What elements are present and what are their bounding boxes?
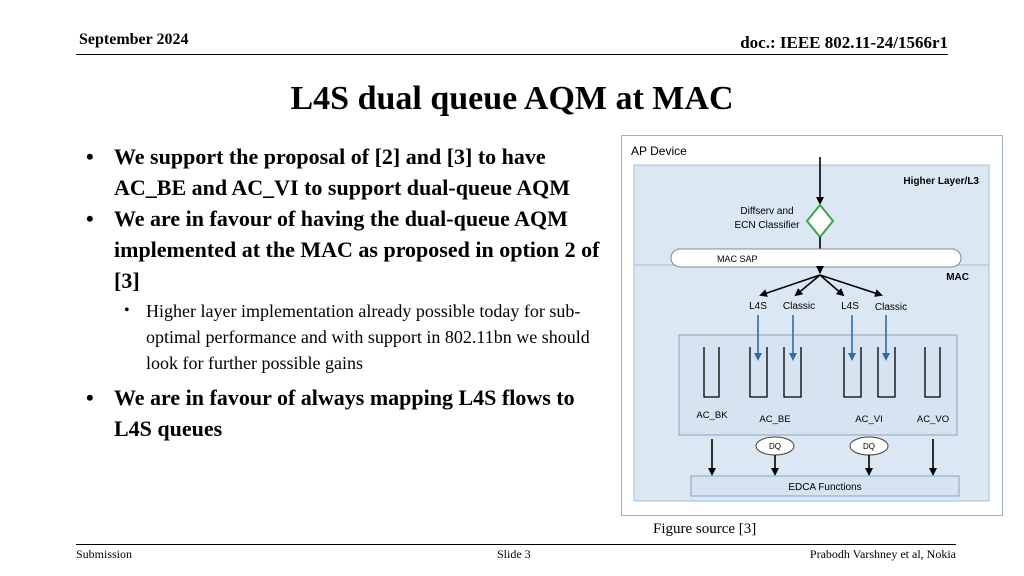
queue-ac-vi-classic xyxy=(877,347,896,398)
header-rule xyxy=(76,54,948,55)
bullet-dot: • xyxy=(86,144,94,169)
footer-author: Prabodh Varshney et al, Nokia xyxy=(809,547,956,561)
dq-be-label: DQ xyxy=(769,442,781,451)
bullet-item: • We support the proposal of [2] and [3] … xyxy=(86,141,606,203)
mac-label: MAC xyxy=(946,272,969,283)
ap-device-diagram: AP Device Higher Layer/L3 MAC Diffserv a… xyxy=(621,135,1003,516)
ac-vo-label: AC_VO xyxy=(917,414,949,425)
bullet-text: We support the proposal of [2] and [3] t… xyxy=(114,144,570,200)
bullet-list: • We support the proposal of [2] and [3] … xyxy=(86,141,606,444)
footer-rule xyxy=(76,544,956,545)
split-arrow xyxy=(819,274,883,297)
bullet-dot: • xyxy=(86,206,94,231)
mac-sap-label: MAC SAP xyxy=(717,254,758,264)
queue-ac-vi-l4s xyxy=(843,347,862,398)
figure-caption: Figure source [3] xyxy=(653,521,757,537)
l4s-label-be: L4S xyxy=(749,301,767,312)
ap-device-label: AP Device xyxy=(631,144,687,158)
ac-be-label: AC_BE xyxy=(759,414,790,425)
bullet-dot: • xyxy=(86,385,94,410)
edca-label: EDCA Functions xyxy=(788,482,861,493)
split-arrow xyxy=(794,274,821,297)
classic-label-be: Classic xyxy=(783,301,815,312)
queues-box xyxy=(678,334,958,436)
queue-ac-be-l4s xyxy=(749,347,768,398)
queue-ac-vo xyxy=(924,347,941,398)
queue-ac-be-classic xyxy=(783,347,802,398)
header-date: September 2024 xyxy=(79,31,189,48)
bullet-item: • We are in favour of having the dual-que… xyxy=(86,203,606,296)
ac-bk-label: AC_BK xyxy=(696,410,728,421)
split-arrow xyxy=(819,274,845,297)
footer-submission: Submission xyxy=(76,547,133,561)
classifier-label-line2: ECN Classifier xyxy=(734,220,800,231)
mac-sap-pill xyxy=(670,248,962,268)
l4s-label-vi: L4S xyxy=(841,301,859,312)
bullet-text: We are in favour of always mapping L4S f… xyxy=(114,385,575,441)
bullet-text: Higher layer implementation already poss… xyxy=(146,301,590,373)
higher-layer-label: Higher Layer/L3 xyxy=(903,176,979,187)
classifier-label-line1: Diffserv and xyxy=(740,206,793,217)
bullet-item: • We are in favour of always mapping L4S … xyxy=(86,382,606,444)
bullet-text: We are in favour of having the dual-queu… xyxy=(114,206,600,293)
header-doc-id: doc.: IEEE 802.11-24/1566r1 xyxy=(740,33,948,52)
classic-label-vi: Classic xyxy=(875,302,907,313)
split-arrow xyxy=(759,274,821,297)
dq-vi-label: DQ xyxy=(863,442,875,451)
queue-ac-bk xyxy=(703,347,720,398)
sub-bullet-item: • Higher layer implementation already pos… xyxy=(86,298,606,376)
bullet-dot: • xyxy=(124,302,130,319)
footer-slide-number: Slide 3 xyxy=(497,547,531,561)
ac-vi-label: AC_VI xyxy=(855,414,882,425)
edca-box xyxy=(690,475,960,497)
slide-title: L4S dual queue AQM at MAC xyxy=(290,80,734,117)
